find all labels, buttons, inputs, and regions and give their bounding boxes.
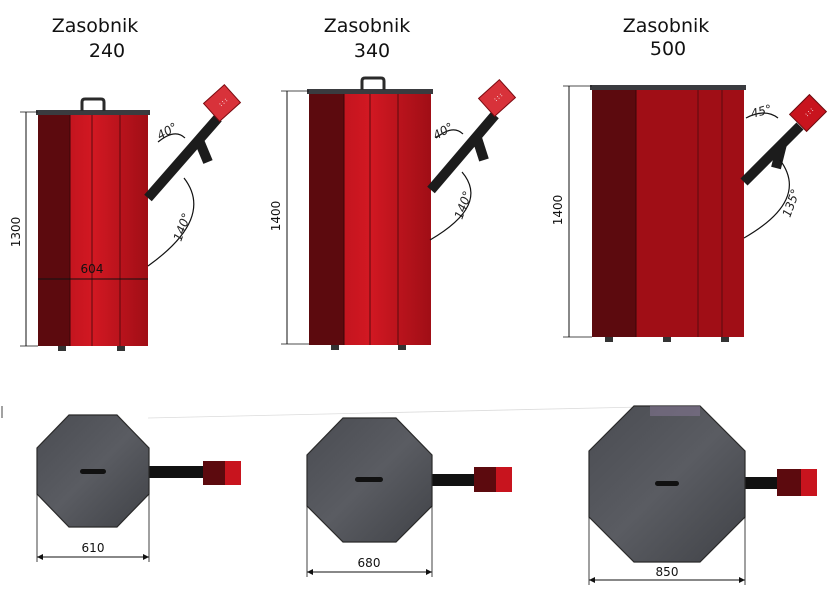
hopper-340-auger: ::: — [427, 79, 517, 194]
hopper-500-title-line2: 500 — [650, 38, 686, 60]
hopper-240-angle-bottom-arc — [147, 177, 195, 267]
hopper-500-height-label: 1400 — [551, 195, 565, 226]
hopper-340-height-label: 1400 — [269, 201, 283, 232]
hopper-500-angle-top: 45° — [749, 102, 773, 121]
hopper-240-angle-top-arc — [157, 133, 186, 143]
hopper-240-auger: ::: — [144, 84, 242, 202]
hopper-240-title-line2: 240 — [89, 40, 125, 62]
hopper-240: Zasobnik 240 ::: 40° — [9, 15, 242, 351]
plan-240-width-label: 610 — [82, 541, 105, 555]
hopper-500-angle-bottom-arc — [743, 159, 790, 239]
separator-line — [147, 406, 641, 419]
plan-500-width-dimension: 850 — [588, 517, 746, 585]
hopper-240-height-dimension: 1300 — [9, 111, 38, 347]
hopper-240-height-label: 1300 — [9, 217, 23, 248]
hopper-500: Zasobnik 500 ::: 45° 135° — [551, 15, 828, 342]
hopper-500-angle-top-arc — [745, 112, 779, 119]
hopper-340-angle-top: 40° — [431, 120, 456, 143]
hopper-340-title-line1: Zasobnik — [324, 15, 411, 37]
hopper-240-width-dimension: 604 — [38, 262, 148, 280]
plan-500-width-label: 850 — [656, 565, 679, 579]
hopper-340-angle-bottom-arc — [429, 171, 472, 241]
hopper-500-title-line1: Zasobnik — [623, 15, 710, 37]
hopper-500-angle-bottom: 135° — [780, 187, 803, 219]
hopper-240-body — [36, 97, 150, 351]
plan-view-340: 680 — [306, 417, 512, 577]
hopper-240-angle-bottom: 140° — [171, 211, 194, 243]
plan-340-width-dimension: 680 — [306, 506, 433, 577]
hopper-340-angle-top-arc — [435, 129, 464, 139]
hopper-240-width-label: 604 — [81, 262, 104, 276]
hopper-240-angle-top: 40° — [155, 120, 180, 143]
hopper-340-body — [307, 76, 433, 350]
plan-view-240: 610 — [36, 414, 241, 562]
plan-240-width-dimension: 610 — [36, 494, 150, 562]
hopper-240-title-line1: Zasobnik — [52, 15, 139, 37]
plan-view-500: 850 — [588, 405, 817, 585]
hopper-340-title-line2: 340 — [354, 40, 390, 62]
hopper-340-height-dimension: 1400 — [269, 90, 309, 345]
hopper-340: Zasobnik 340 ::: 40° 140° — [269, 15, 517, 350]
hopper-500-height-dimension: 1400 — [551, 85, 592, 338]
hopper-340-angle-bottom: 140° — [452, 189, 475, 221]
hopper-500-body — [590, 85, 746, 342]
hopper-500-auger: ::: — [740, 93, 828, 186]
plan-340-width-label: 680 — [358, 556, 381, 570]
